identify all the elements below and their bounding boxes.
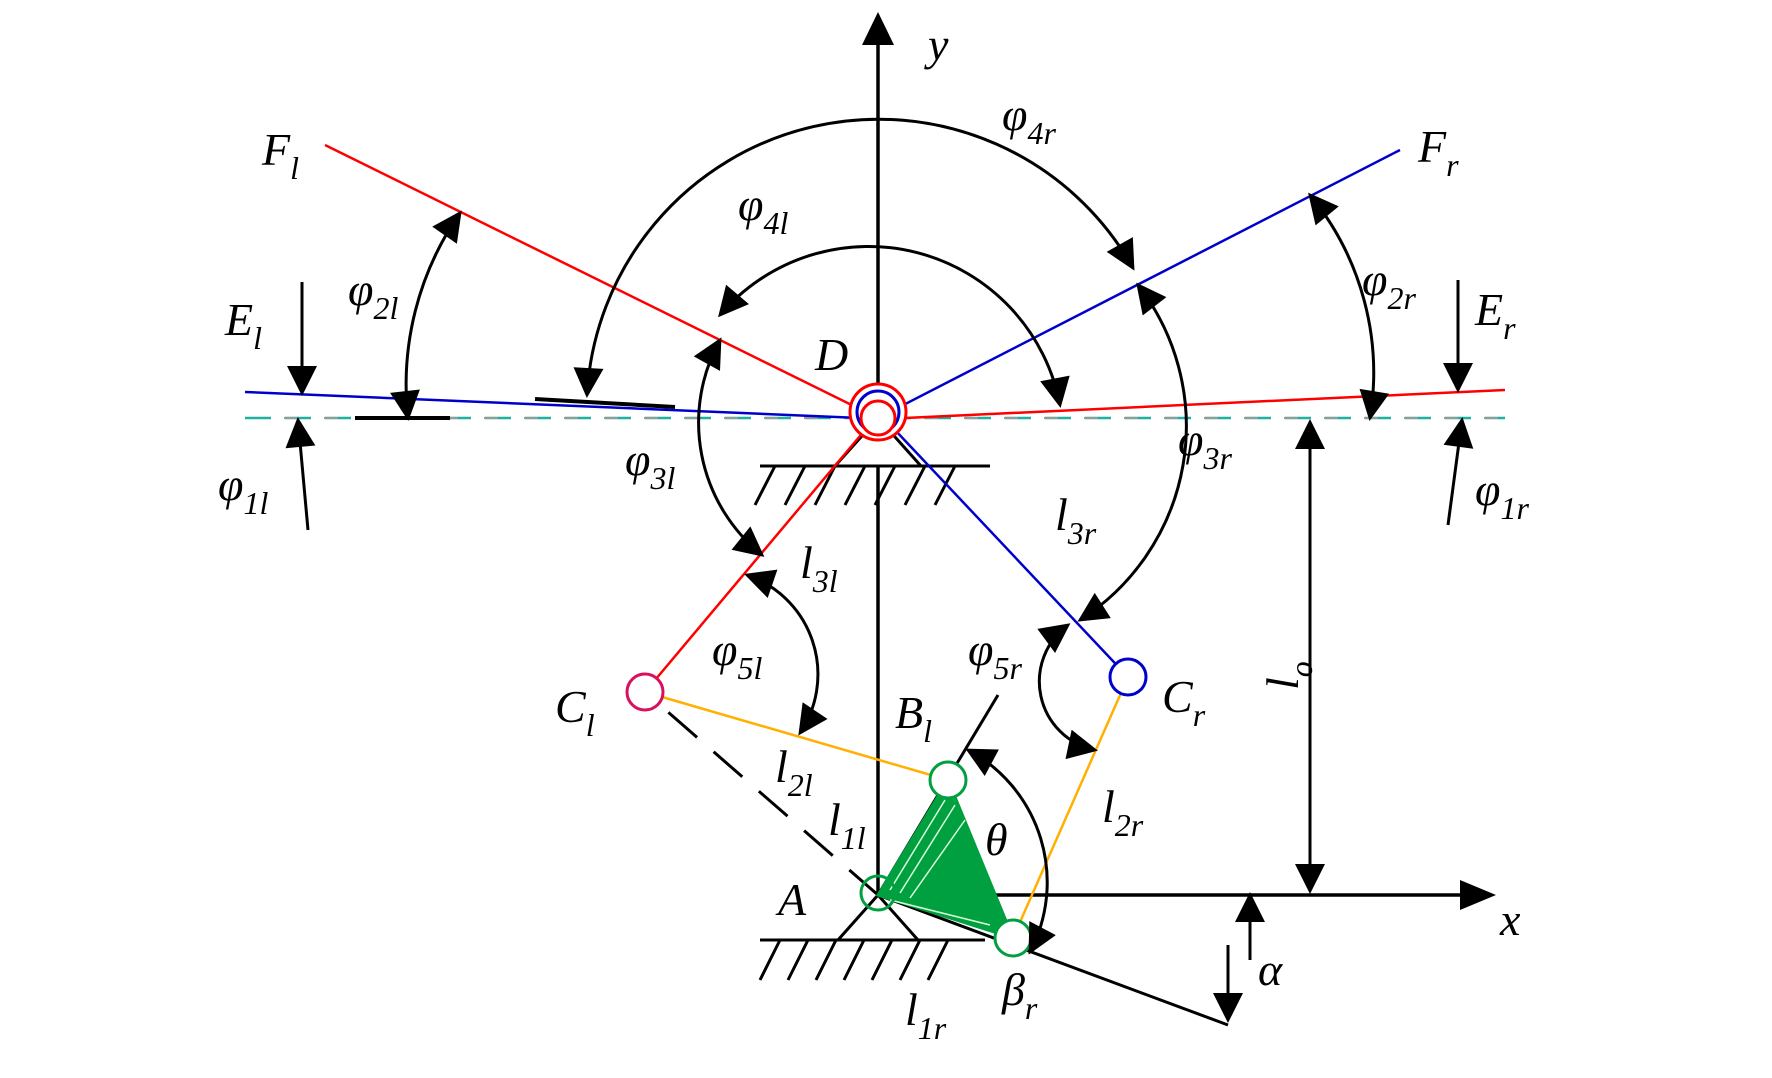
ground-support-A	[758, 892, 985, 981]
tick-mark	[534, 397, 676, 409]
arc-phi-3r	[1077, 282, 1188, 622]
joint-Cr	[1108, 657, 1148, 697]
dashed-line-A-Cl	[644, 690, 879, 897]
arc-phi-4r	[573, 117, 1135, 398]
label-Fr: Fr	[1417, 121, 1459, 183]
label-phi-3l: φ3l	[625, 434, 675, 496]
coupler-Cl-Bl	[644, 690, 949, 782]
link-D-Cl	[644, 429, 866, 693]
arc-phi-3l	[693, 337, 765, 557]
label-phi-3r: φ3r	[1178, 414, 1232, 476]
label-phi-1l: φ1l	[218, 459, 268, 521]
label-A: A	[775, 874, 807, 925]
arc-theta	[965, 748, 1056, 955]
label-l-3r: l3r	[1055, 489, 1097, 551]
joint-Cl	[625, 672, 665, 712]
label-theta: θ	[985, 814, 1008, 865]
joint-A	[859, 874, 897, 912]
link-D-Fr	[877, 148, 1401, 420]
label-phi-5l: φ5l	[712, 624, 762, 686]
label-y: y	[924, 19, 949, 70]
label-phi-4l: φ4l	[738, 179, 788, 241]
label-x: x	[1499, 894, 1521, 945]
arc-phi-4l	[718, 245, 1070, 408]
label-l-3l: l3l	[800, 537, 838, 599]
link-D-Er	[904, 388, 1506, 420]
link-D-El	[244, 390, 861, 420]
label-l-o: lo	[1257, 661, 1319, 690]
label-l-2r: l2r	[1102, 781, 1144, 843]
label-l-2l: l2l	[775, 741, 813, 803]
label-Cr: Cr	[1162, 671, 1206, 733]
label-Cl: Cl	[555, 681, 595, 743]
inclined-baseline	[877, 893, 1229, 1027]
label-beta-r: βr	[1001, 964, 1038, 1026]
joint-Bl	[928, 760, 968, 800]
label-Bl: Bl	[895, 687, 932, 749]
arc-phi-5r	[1037, 623, 1098, 760]
label-phi-4r: φ4r	[1002, 89, 1056, 151]
joint-D	[848, 382, 908, 442]
ground-support-D	[753, 415, 990, 506]
link-D-Fl	[324, 143, 879, 420]
label-alpha: α	[1258, 944, 1283, 995]
link-D-Cr	[894, 429, 1129, 678]
y-axis	[862, 12, 894, 895]
arc-phi-2r	[1308, 192, 1390, 421]
label-phi-2l: φ2l	[348, 264, 398, 326]
label-l-1l: l1l	[828, 794, 866, 856]
label-D: D	[814, 329, 848, 380]
arc-phi-2l	[390, 210, 462, 421]
label-Er: Er	[1474, 284, 1516, 346]
label-phi-5r: φ5r	[968, 624, 1022, 686]
label-phi-1r: φ1r	[1475, 464, 1529, 526]
arrow-phi-1l	[285, 417, 316, 531]
label-El: El	[224, 294, 262, 356]
arc-phi-5l	[744, 569, 828, 736]
joint-Br	[993, 918, 1033, 958]
label-l-1r: l1r	[905, 984, 947, 1046]
label-Fl: Fl	[261, 124, 299, 186]
arrow-phi-1r	[1443, 417, 1474, 526]
label-phi-2r: φ2r	[1362, 254, 1416, 316]
